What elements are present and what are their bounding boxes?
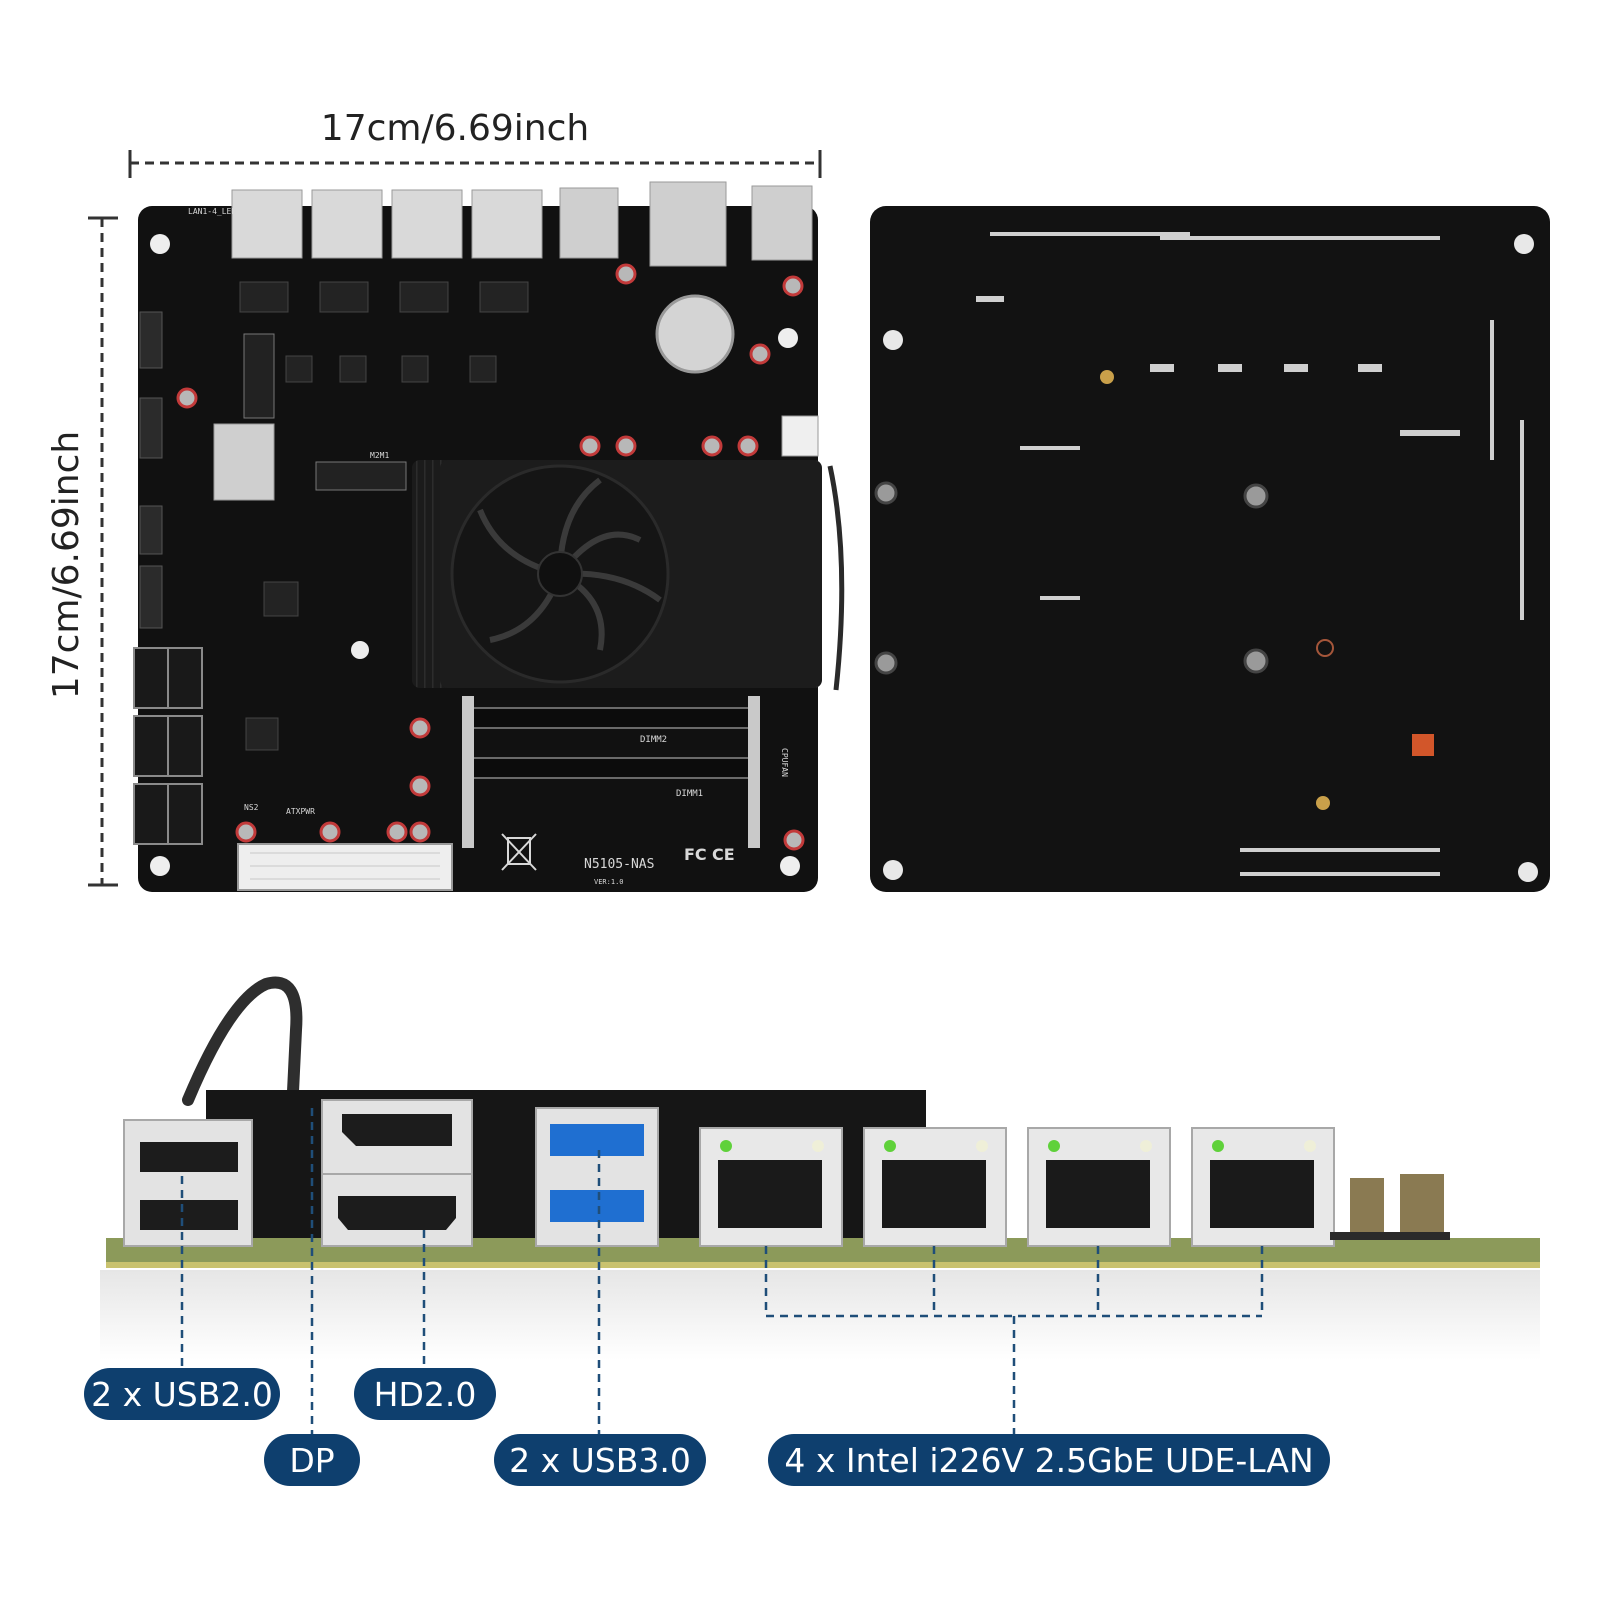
smd-component-rows (976, 232, 1524, 876)
front-hdmi-port (321, 1173, 473, 1247)
copper-ring (1316, 639, 1334, 657)
front-lan-ports (699, 1127, 1335, 1247)
silk-dimm2: DIMM2 (640, 735, 667, 745)
gold-pads (1100, 370, 1330, 810)
fan-cable (182, 976, 303, 1118)
svg-text:2 x USB3.0: 2 x USB3.0 (509, 1441, 691, 1480)
weee-bin-icon (501, 833, 537, 871)
m2-slot (315, 461, 407, 491)
fcc-mark: FC (684, 845, 707, 864)
svg-text:2 x USB2.0: 2 x USB2.0 (91, 1375, 273, 1414)
top-usb3-port (559, 187, 619, 259)
svg-text:4 x Intel i226V 2.5GbE UDE-LAN: 4 x Intel i226V 2.5GbE UDE-LAN (784, 1441, 1313, 1480)
orange-component (1412, 734, 1434, 756)
front-dp-port (321, 1099, 473, 1175)
top-lan-ports (231, 189, 543, 259)
label-hdmi: HD2.0 (354, 1368, 496, 1420)
bottom-screws (874, 481, 1269, 675)
front-usb3-port (535, 1107, 659, 1247)
m2-wifi-slot (243, 333, 275, 419)
label-usb2: 2 x USB2.0 (84, 1368, 280, 1420)
label-dp: DP (264, 1434, 360, 1486)
top-display-ports (649, 181, 727, 267)
mounting-holes (150, 234, 800, 876)
top-usb2-port (751, 185, 813, 261)
left-headers (139, 311, 163, 629)
lan-controller-chips (239, 281, 529, 751)
bottom-mounting-holes (883, 234, 1538, 882)
svg-text:HD2.0: HD2.0 (374, 1375, 477, 1414)
ce-mark: CE (712, 845, 735, 864)
label-lan: 4 x Intel i226V 2.5GbE UDE-LAN (768, 1434, 1330, 1486)
capacitors (176, 263, 805, 851)
silk-lan-led: LAN1-4_LED (188, 207, 236, 216)
sata-connectors (133, 647, 203, 845)
dimm-slots (462, 696, 760, 848)
board-version-label: VER:1.0 (594, 878, 624, 886)
onboard-usb-port (213, 423, 275, 501)
dc-power-header (781, 415, 819, 457)
callout-lines (180, 1108, 1264, 1436)
cmos-battery (655, 294, 735, 374)
atx-power-connector (237, 843, 453, 891)
silk-ns2: NS2 (244, 803, 259, 812)
silk-m2: M2M1 (370, 451, 389, 460)
silk-dimm1: DIMM1 (676, 789, 703, 799)
cpu-cooler (412, 460, 845, 691)
board-model-label: N5105-NAS (584, 857, 654, 872)
floor-reflection (100, 1270, 1540, 1360)
silk-atxpwr: ATXPWR (286, 807, 315, 816)
svg-text:DP: DP (289, 1441, 334, 1480)
silk-cpufan: CPUFAN (780, 748, 789, 777)
front-usb2-port (123, 1119, 253, 1247)
label-usb3: 2 x USB3.0 (494, 1434, 706, 1486)
front-pin-headers (1330, 1174, 1450, 1240)
